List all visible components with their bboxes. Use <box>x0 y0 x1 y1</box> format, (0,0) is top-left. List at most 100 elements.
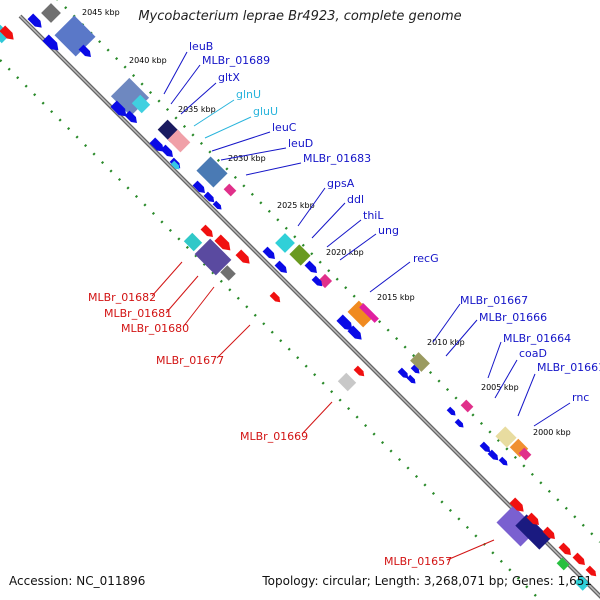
cds-arrow <box>262 246 275 259</box>
cds-arrow <box>274 260 287 273</box>
gene-label: MLBr_01682 <box>88 291 156 304</box>
cds-arrow <box>585 565 597 577</box>
gene-block <box>41 3 61 23</box>
cds-arrow <box>498 456 508 466</box>
cds-arrow <box>311 275 323 287</box>
gene-label: MLBr_01681 <box>104 307 172 320</box>
cds-arrow <box>304 260 317 273</box>
gene-label: leuB <box>189 40 213 53</box>
gene-label: ung <box>378 224 399 237</box>
gene-label: MLBr_01664 <box>503 332 571 345</box>
cds-arrow <box>526 512 539 525</box>
cds-arrow <box>336 314 353 331</box>
reverse-gene-labels: MLBr_01682 MLBr_01681 MLBr_01680 MLBr_01… <box>88 291 452 568</box>
gene-block <box>131 94 151 114</box>
accession-text: Accession: NC_011896 <box>9 574 146 588</box>
cds-arrow <box>353 365 365 377</box>
forward-features <box>41 3 532 461</box>
cds-arrow <box>347 325 362 340</box>
gene-label: MLBr_01667 <box>460 294 528 307</box>
gene-label: MLBr_01680 <box>121 322 189 335</box>
gene-block <box>359 303 379 323</box>
gene-label: gltX <box>218 71 240 84</box>
gene-block <box>556 557 570 571</box>
cds-arrow <box>42 34 59 51</box>
cds-arrow <box>203 191 215 203</box>
cds-arrow <box>235 249 250 264</box>
gene-block <box>289 244 311 266</box>
gene-label: MLBr_01657 <box>384 555 452 568</box>
map-title: Mycobacterium leprae Br4923, complete ge… <box>138 9 462 24</box>
gene-block <box>460 399 474 413</box>
gene-block <box>518 447 532 461</box>
gene-block <box>220 265 236 281</box>
gene-label: MLBr_01666 <box>479 311 547 324</box>
tick-label: 2025 kbp <box>277 201 315 210</box>
gene-label: MLBr_01689 <box>202 54 270 67</box>
gene-label: coaD <box>519 347 547 360</box>
forward-gene-labels: leuB MLBr_01689 gltX glnU gluU leuC leuD… <box>189 40 600 404</box>
cds-arrow <box>454 418 464 428</box>
gene-label: rnc <box>572 391 589 404</box>
gene-block <box>347 300 375 328</box>
tick-label: 2000 kbp <box>533 428 571 437</box>
cds-arrow <box>200 224 213 237</box>
gene-label: ddl <box>347 193 364 206</box>
cds-arrow <box>446 406 456 416</box>
cds-arrow <box>192 180 205 193</box>
tick-label: 2035 kbp <box>178 105 216 114</box>
cds-arrow <box>149 137 164 152</box>
tick-labels: 2045 kbp 2040 kbp 2035 kbp 2030 kbp 2025… <box>82 8 571 437</box>
cds-arrow <box>542 526 555 539</box>
tick-label: 2015 kbp <box>377 293 415 302</box>
gene-block <box>574 575 590 591</box>
gene-label: recG <box>413 252 439 265</box>
leader-lines <box>151 51 571 561</box>
gene-label: MLBr_01677 <box>156 354 224 367</box>
gene-block <box>194 238 232 276</box>
cds-arrow <box>78 44 91 57</box>
cds-arrow <box>509 497 524 512</box>
gene-block <box>183 232 203 252</box>
gene-label: leuD <box>288 137 313 150</box>
cds-arrow <box>170 160 180 170</box>
tick-label: 2030 kbp <box>228 154 266 163</box>
tick-label: 2020 kbp <box>326 248 364 257</box>
gene-block <box>223 183 237 197</box>
gene-block <box>196 156 228 188</box>
gene-label: gluU <box>253 105 278 118</box>
gene-block <box>0 24 11 44</box>
gene-block <box>515 514 551 550</box>
cds-arrow <box>572 552 585 565</box>
gene-label: MLBr_01683 <box>303 152 371 165</box>
genome-summary-text: Topology: circular; Length: 3,268,071 bp… <box>262 574 592 588</box>
cds-arrow <box>160 144 173 157</box>
cds-arrow <box>479 441 491 453</box>
gene-label: MLBr_01669 <box>240 430 308 443</box>
tick-label: 2005 kbp <box>481 383 519 392</box>
gene-label: glnU <box>236 88 261 101</box>
cds-arrow <box>214 234 231 251</box>
gene-block <box>410 352 430 372</box>
cds-arrow <box>110 100 127 117</box>
cds-arrows <box>0 13 597 577</box>
cds-arrow <box>212 200 222 210</box>
cds-arrow <box>487 449 499 461</box>
gene-label: MLBr_01661 <box>537 361 600 374</box>
cds-arrow <box>124 110 137 123</box>
gene-label: leuC <box>272 121 297 134</box>
tick-label: 2045 kbp <box>82 8 120 17</box>
cds-arrow <box>269 291 281 303</box>
gene-block <box>167 129 191 153</box>
cds-arrow <box>410 364 420 374</box>
gene-block <box>495 426 517 448</box>
tick-label: 2010 kbp <box>427 338 465 347</box>
gene-block <box>337 372 357 392</box>
gene-block <box>54 15 96 57</box>
gene-label: thiL <box>363 209 384 222</box>
cds-arrow <box>558 542 571 555</box>
cds-arrow <box>0 25 14 40</box>
tick-label: 2040 kbp <box>129 56 167 65</box>
cds-arrow <box>27 13 42 28</box>
